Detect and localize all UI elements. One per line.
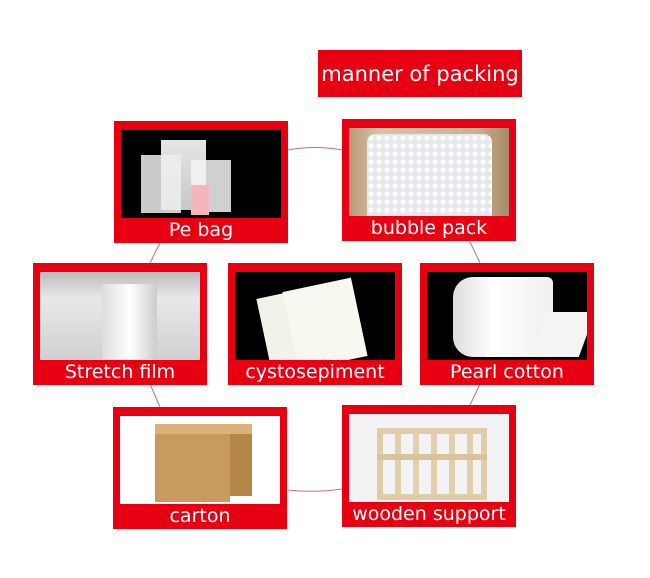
page-title: manner of packing (318, 50, 522, 97)
packing-item-wooden-support: wooden support (342, 405, 516, 527)
item-label: Pe bag (168, 219, 234, 241)
pearl-cotton-image (427, 272, 587, 360)
item-label: wooden support (352, 503, 506, 525)
item-label: carton (169, 505, 231, 527)
packing-item-pearl-cotton: Pearl cotton (420, 263, 594, 385)
packing-item-carton: carton (113, 407, 287, 529)
cystosepiment-image (235, 272, 395, 360)
packing-item-cystosepiment: cystosepiment (228, 263, 402, 385)
pe-bag-image (121, 130, 281, 218)
packing-item-bubble-pack: bubble pack (342, 119, 516, 241)
item-label: bubble pack (370, 217, 488, 239)
item-label: Pearl cotton (450, 361, 564, 383)
item-label: Stretch film (64, 361, 176, 383)
item-label: cystosepiment (245, 361, 385, 383)
carton-image (120, 416, 280, 504)
packing-item-stretch-film: Stretch film (33, 263, 207, 385)
stretch-film-image (40, 272, 200, 360)
wooden-support-image (349, 414, 509, 502)
packing-item-pe-bag: Pe bag (114, 121, 288, 243)
bubble-pack-image (349, 128, 509, 216)
